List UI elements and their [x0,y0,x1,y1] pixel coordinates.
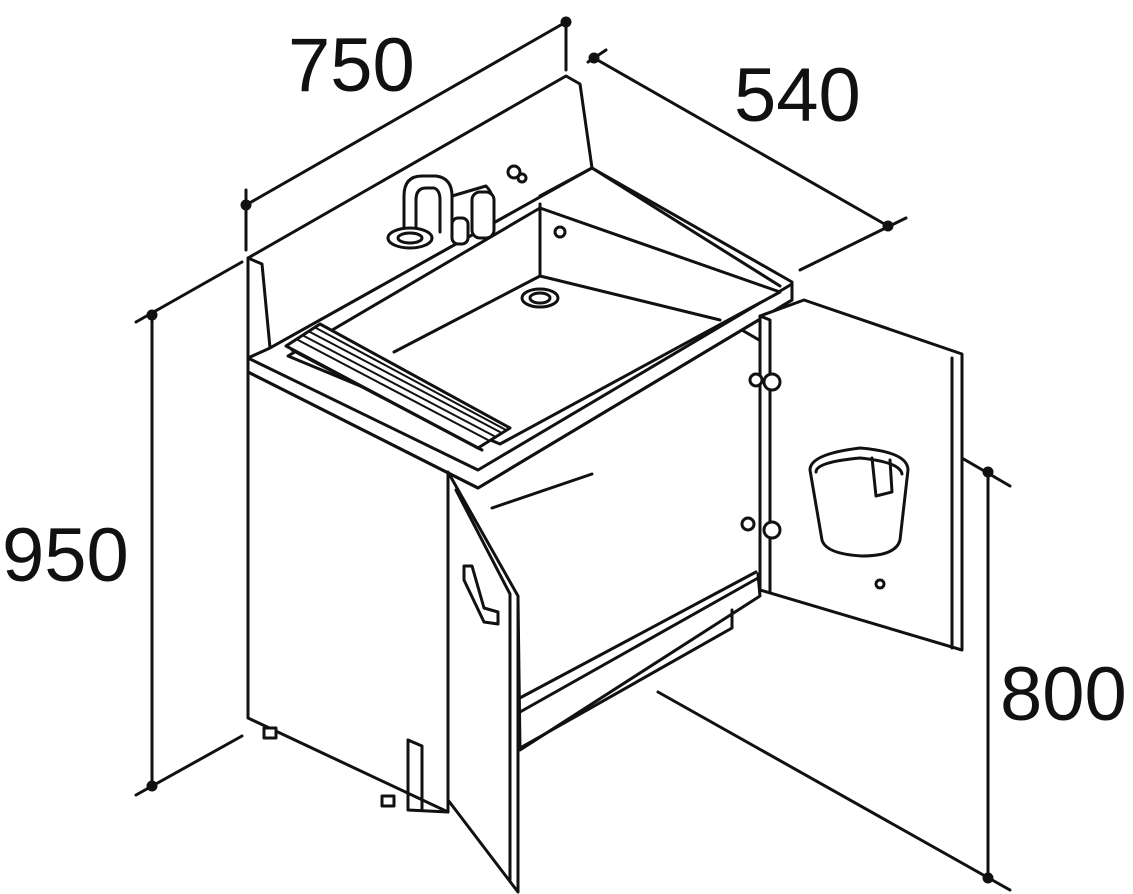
right-door [740,298,964,652]
faucet [386,164,528,250]
left-door [446,470,520,894]
height-dimension-label: 950 [2,513,129,598]
depth-dimension-label: 540 [734,53,861,138]
counter-height-dimension-label: 800 [1000,652,1127,737]
cabinet-interior [490,472,762,752]
dimension-lines [134,16,1012,892]
basin-unit [246,74,794,490]
width-dimension-label: 750 [288,23,415,108]
